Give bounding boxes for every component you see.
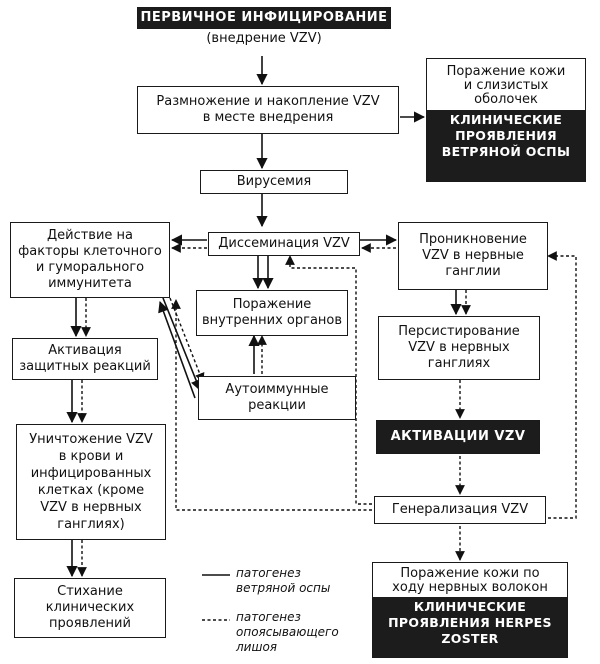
subsiding-box: Стихание клинических проявлений <box>14 578 166 638</box>
legend-dashed-text: патогенез опоясывающего лишоя <box>236 610 339 655</box>
viremia-box: Вирусемия <box>200 170 348 194</box>
darrow-generalization-to-dissemination <box>285 255 372 505</box>
dissemination-label: Диссеминация VZV <box>218 236 350 251</box>
primary-infection-box: ПЕРВИЧНОЕ ИНФИЦИРОВАНИЕ <box>137 7 391 29</box>
immunity-line-3: и гуморального <box>35 260 145 275</box>
legend-solid-line-2: ветряной оспы <box>236 581 331 595</box>
skin-lesion-line-2: и слизистых <box>463 78 549 93</box>
viremia-label: Вирусемия <box>236 174 312 189</box>
destruction-line-4: клетках (кроме <box>37 483 145 498</box>
penetration-line-2: VZV в нервные <box>422 248 524 263</box>
herpes-zoster-line-1: Поражение кожи по <box>400 566 540 581</box>
herpes-clinical-line-2: ПРОЯВЛЕНИЯ HERPES <box>388 615 552 630</box>
destruction-box: Уничтожение VZV в крови и инфицированных… <box>16 424 166 540</box>
persistence-line-1: Персистирование <box>398 324 520 339</box>
immunity-line-1: Действие на <box>46 228 134 243</box>
arrow-immunity-to-autoimmune <box>162 297 202 392</box>
penetration-line-1: Проникновение <box>419 232 527 247</box>
subsiding-line-2: клинических <box>45 600 135 615</box>
destruction-line-3: инфицированных <box>30 466 152 481</box>
internal-organs-line-2: внутренних органов <box>201 313 343 328</box>
internal-organs-box: Поражение внутренних органов <box>196 290 348 336</box>
autoimmune-line-1: Аутоиммунные <box>225 382 329 397</box>
primary-infection-title: ПЕРВИЧНОЕ ИНФИЦИРОВАНИЕ <box>140 10 388 25</box>
darrow-generalization-to-penetration <box>547 251 577 519</box>
internal-organs-line-1: Поражение <box>232 297 312 312</box>
herpes-zoster-clinical-block: КЛИНИЧЕСКИЕ ПРОЯВЛЕНИЯ HERPES ZOSTER <box>373 597 567 657</box>
replication-line-1: Размножение и накопление VZV <box>156 94 380 109</box>
subsiding-line-3: проявлений <box>49 616 131 631</box>
darrow-generalization-to-immunity <box>171 299 372 511</box>
herpes-zoster-line-2: ходу нервных волокон <box>392 580 548 595</box>
legend-solid-line-1: патогенез <box>236 566 301 580</box>
skin-lesion-line-3: оболочек <box>474 92 538 107</box>
destruction-line-2: в крови и <box>58 449 124 464</box>
activation-box: АКТИВАЦИИ VZV <box>376 420 540 454</box>
immunity-line-4: иммунитета <box>48 276 132 291</box>
legend-dashed-line-3: лишоя <box>236 640 278 654</box>
herpes-clinical-line-1: КЛИНИЧЕСКИЕ <box>413 599 527 614</box>
activation-defense-line-2: защитных реакций <box>19 359 151 374</box>
destruction-line-1: Уничтожение VZV <box>29 432 153 447</box>
herpes-clinical-line-3: ZOSTER <box>441 631 499 646</box>
chickenpox-clinical-line-3: ВЕТРЯНОЙ ОСПЫ <box>441 144 571 159</box>
dissemination-box: Диссеминация VZV <box>208 232 360 256</box>
legend-solid-text: патогенез ветряной оспы <box>236 566 330 596</box>
primary-infection-subtitle: (внедрение VZV) <box>206 31 322 46</box>
chickenpox-clinical-line-1: КЛИНИЧЕСКИЕ <box>449 112 563 127</box>
replication-line-2: в месте внедрения <box>202 110 334 125</box>
immunity-line-2: факторы клеточного <box>18 244 162 259</box>
immunity-box: Действие на факторы клеточного и гуморал… <box>10 222 170 298</box>
legend-dashed-line-1: патогенез <box>236 610 301 624</box>
activation-defense-line-1: Активация <box>48 343 122 358</box>
chickenpox-clinical-block: КЛИНИЧЕСКИЕ ПРОЯВЛЕНИЯ ВЕТРЯНОЙ ОСПЫ <box>427 110 585 181</box>
autoimmune-line-2: реакции <box>248 398 306 413</box>
autoimmune-box: Аутоиммунные реакции <box>198 376 356 420</box>
destruction-line-6: ганглиях) <box>57 517 125 532</box>
chickenpox-clinical-line-2: ПРОЯВЛЕНИЯ <box>455 128 557 143</box>
persistence-line-2: VZV в нервных <box>408 340 510 355</box>
penetration-line-3: ганглии <box>445 264 501 279</box>
persistence-box: Персистирование VZV в нервных ганглиях <box>378 316 540 380</box>
generalization-label: Генерализация VZV <box>391 502 529 517</box>
darrow-immunity-to-autoimmune <box>169 297 205 383</box>
legend-dashed-line-2: опоясывающего <box>236 625 339 639</box>
arrow-autoimmune-to-immunity <box>158 300 196 399</box>
destruction-line-5: VZV в нервных <box>40 500 142 515</box>
skin-lesion-box: Поражение кожи и слизистых оболочек КЛИН… <box>426 58 586 182</box>
activation-label: АКТИВАЦИИ VZV <box>390 429 526 444</box>
activation-defense-box: Активация защитных реакций <box>12 338 158 380</box>
persistence-line-3: ганглиях <box>427 356 491 371</box>
penetration-box: Проникновение VZV в нервные ганглии <box>398 222 548 290</box>
replication-box: Размножение и накопление VZV в месте вне… <box>137 86 399 134</box>
subsiding-line-1: Стихание <box>57 584 123 599</box>
herpes-zoster-box: Поражение кожи по ходу нервных волокон К… <box>372 562 568 658</box>
generalization-box: Генерализация VZV <box>374 496 546 524</box>
skin-lesion-line-1: Поражение кожи <box>446 64 566 79</box>
